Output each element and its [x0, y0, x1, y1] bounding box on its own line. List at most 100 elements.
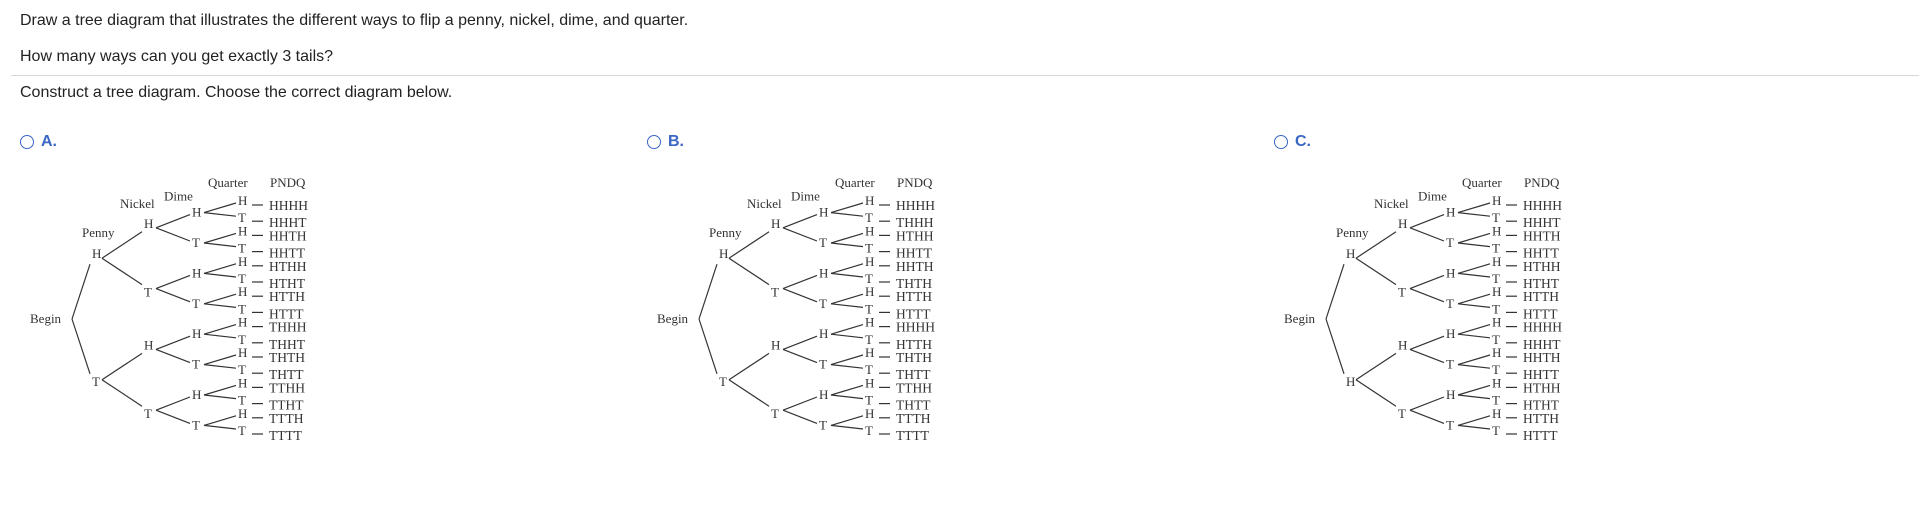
outcome-label: HHTT	[269, 246, 306, 261]
branch-line	[830, 394, 864, 400]
quarter-label: T	[865, 393, 873, 408]
quarter-label: T	[1492, 241, 1500, 256]
branch-line	[101, 257, 143, 286]
branch-line	[830, 415, 864, 426]
dime-label: H	[1446, 205, 1455, 220]
branch-line	[1355, 352, 1397, 381]
radio-circle-icon[interactable]	[1274, 135, 1288, 149]
nickel-label: T	[771, 285, 779, 300]
branch-line	[1457, 333, 1491, 339]
option-b[interactable]: B.	[647, 133, 684, 151]
branch-line	[155, 214, 191, 229]
outcome-label: HTTH	[1523, 289, 1559, 304]
option-b-label: B.	[668, 133, 684, 150]
branch-line	[71, 264, 91, 320]
branch-line	[1457, 303, 1491, 308]
branch-line	[782, 227, 818, 242]
header-outcome: PNDQ	[897, 175, 933, 190]
quarter-label: H	[238, 345, 247, 360]
root-label: Begin	[1284, 311, 1316, 326]
branch-line	[1457, 364, 1491, 369]
branch-line	[203, 242, 237, 248]
outcome-label: TTTT	[269, 428, 303, 443]
header-penny: Penny	[709, 225, 742, 240]
header-quarter: Quarter	[1462, 175, 1502, 190]
quarter-label: H	[238, 193, 247, 208]
outcome-label: THTH	[269, 350, 305, 365]
outcome-label: THHH	[896, 215, 934, 230]
dime-label: H	[192, 326, 201, 341]
nickel-label: T	[144, 406, 152, 421]
radio-circle-icon[interactable]	[20, 135, 34, 149]
quarter-label: H	[865, 406, 874, 421]
branch-line	[203, 384, 237, 396]
outcome-label: HTTH	[896, 289, 932, 304]
header-nickel: Nickel	[747, 196, 782, 211]
quarter-label: H	[1492, 223, 1501, 238]
quarter-label: H	[238, 375, 247, 390]
outcome-label: HTHH	[269, 259, 307, 274]
dime-label: T	[1446, 417, 1454, 432]
quarter-label: T	[238, 241, 246, 256]
branch-line	[1457, 263, 1491, 274]
branch-line	[155, 396, 191, 411]
quarter-label: H	[1492, 375, 1501, 390]
quarter-label: H	[1492, 406, 1501, 421]
outcome-label: HHHT	[1523, 337, 1561, 352]
quarter-label: T	[1492, 423, 1500, 438]
branch-line	[698, 318, 718, 374]
header-outcome: PNDQ	[270, 175, 306, 190]
branch-line	[782, 335, 818, 350]
quarter-label: H	[1492, 193, 1501, 208]
branch-line	[1325, 318, 1345, 374]
quarter-label: T	[1492, 210, 1500, 225]
outcome-label: TTHH	[896, 380, 932, 395]
option-a[interactable]: A.	[20, 133, 57, 151]
outcome-label: TTTT	[896, 428, 930, 443]
branch-line	[1457, 232, 1491, 244]
quarter-label: T	[238, 362, 246, 377]
branch-line	[1409, 409, 1445, 424]
outcome-label: HTHT	[1523, 398, 1560, 413]
radio-circle-icon[interactable]	[647, 135, 661, 149]
outcome-label: HHHH	[896, 198, 935, 213]
dime-label: T	[1446, 235, 1454, 250]
branch-line	[782, 396, 818, 411]
branch-line	[1457, 272, 1491, 278]
branch-line	[155, 274, 191, 290]
branch-line	[1355, 231, 1397, 259]
branch-line	[101, 352, 143, 381]
quarter-label: H	[865, 223, 874, 238]
quarter-label: T	[865, 423, 873, 438]
dime-label: H	[192, 265, 201, 280]
option-c[interactable]: C.	[1274, 133, 1311, 151]
branch-line	[830, 424, 864, 430]
header-dime: Dime	[1418, 189, 1447, 204]
quarter-label: T	[865, 210, 873, 225]
nickel-label: T	[771, 406, 779, 421]
branch-line	[830, 333, 864, 339]
branch-line	[782, 288, 818, 303]
header-quarter: Quarter	[835, 175, 875, 190]
branch-line	[1457, 354, 1491, 366]
quarter-label: T	[238, 301, 246, 316]
branch-line	[1457, 415, 1491, 426]
branch-line	[1457, 424, 1491, 430]
outcome-label: HHTT	[1523, 367, 1560, 382]
penny-label: T	[92, 374, 100, 389]
outcome-label: HHHH	[1523, 198, 1562, 213]
branch-line	[830, 232, 864, 244]
branch-line	[203, 263, 237, 274]
branch-line	[203, 232, 237, 244]
branch-line	[1457, 394, 1491, 400]
quarter-label: H	[865, 345, 874, 360]
quarter-label: H	[1492, 284, 1501, 299]
branch-line	[830, 293, 864, 305]
quarter-label: H	[1492, 345, 1501, 360]
outcome-label: THTH	[896, 276, 932, 291]
outcome-label: TTHH	[269, 380, 305, 395]
outcome-label: THTT	[896, 398, 931, 413]
quarter-label: T	[1492, 332, 1500, 347]
